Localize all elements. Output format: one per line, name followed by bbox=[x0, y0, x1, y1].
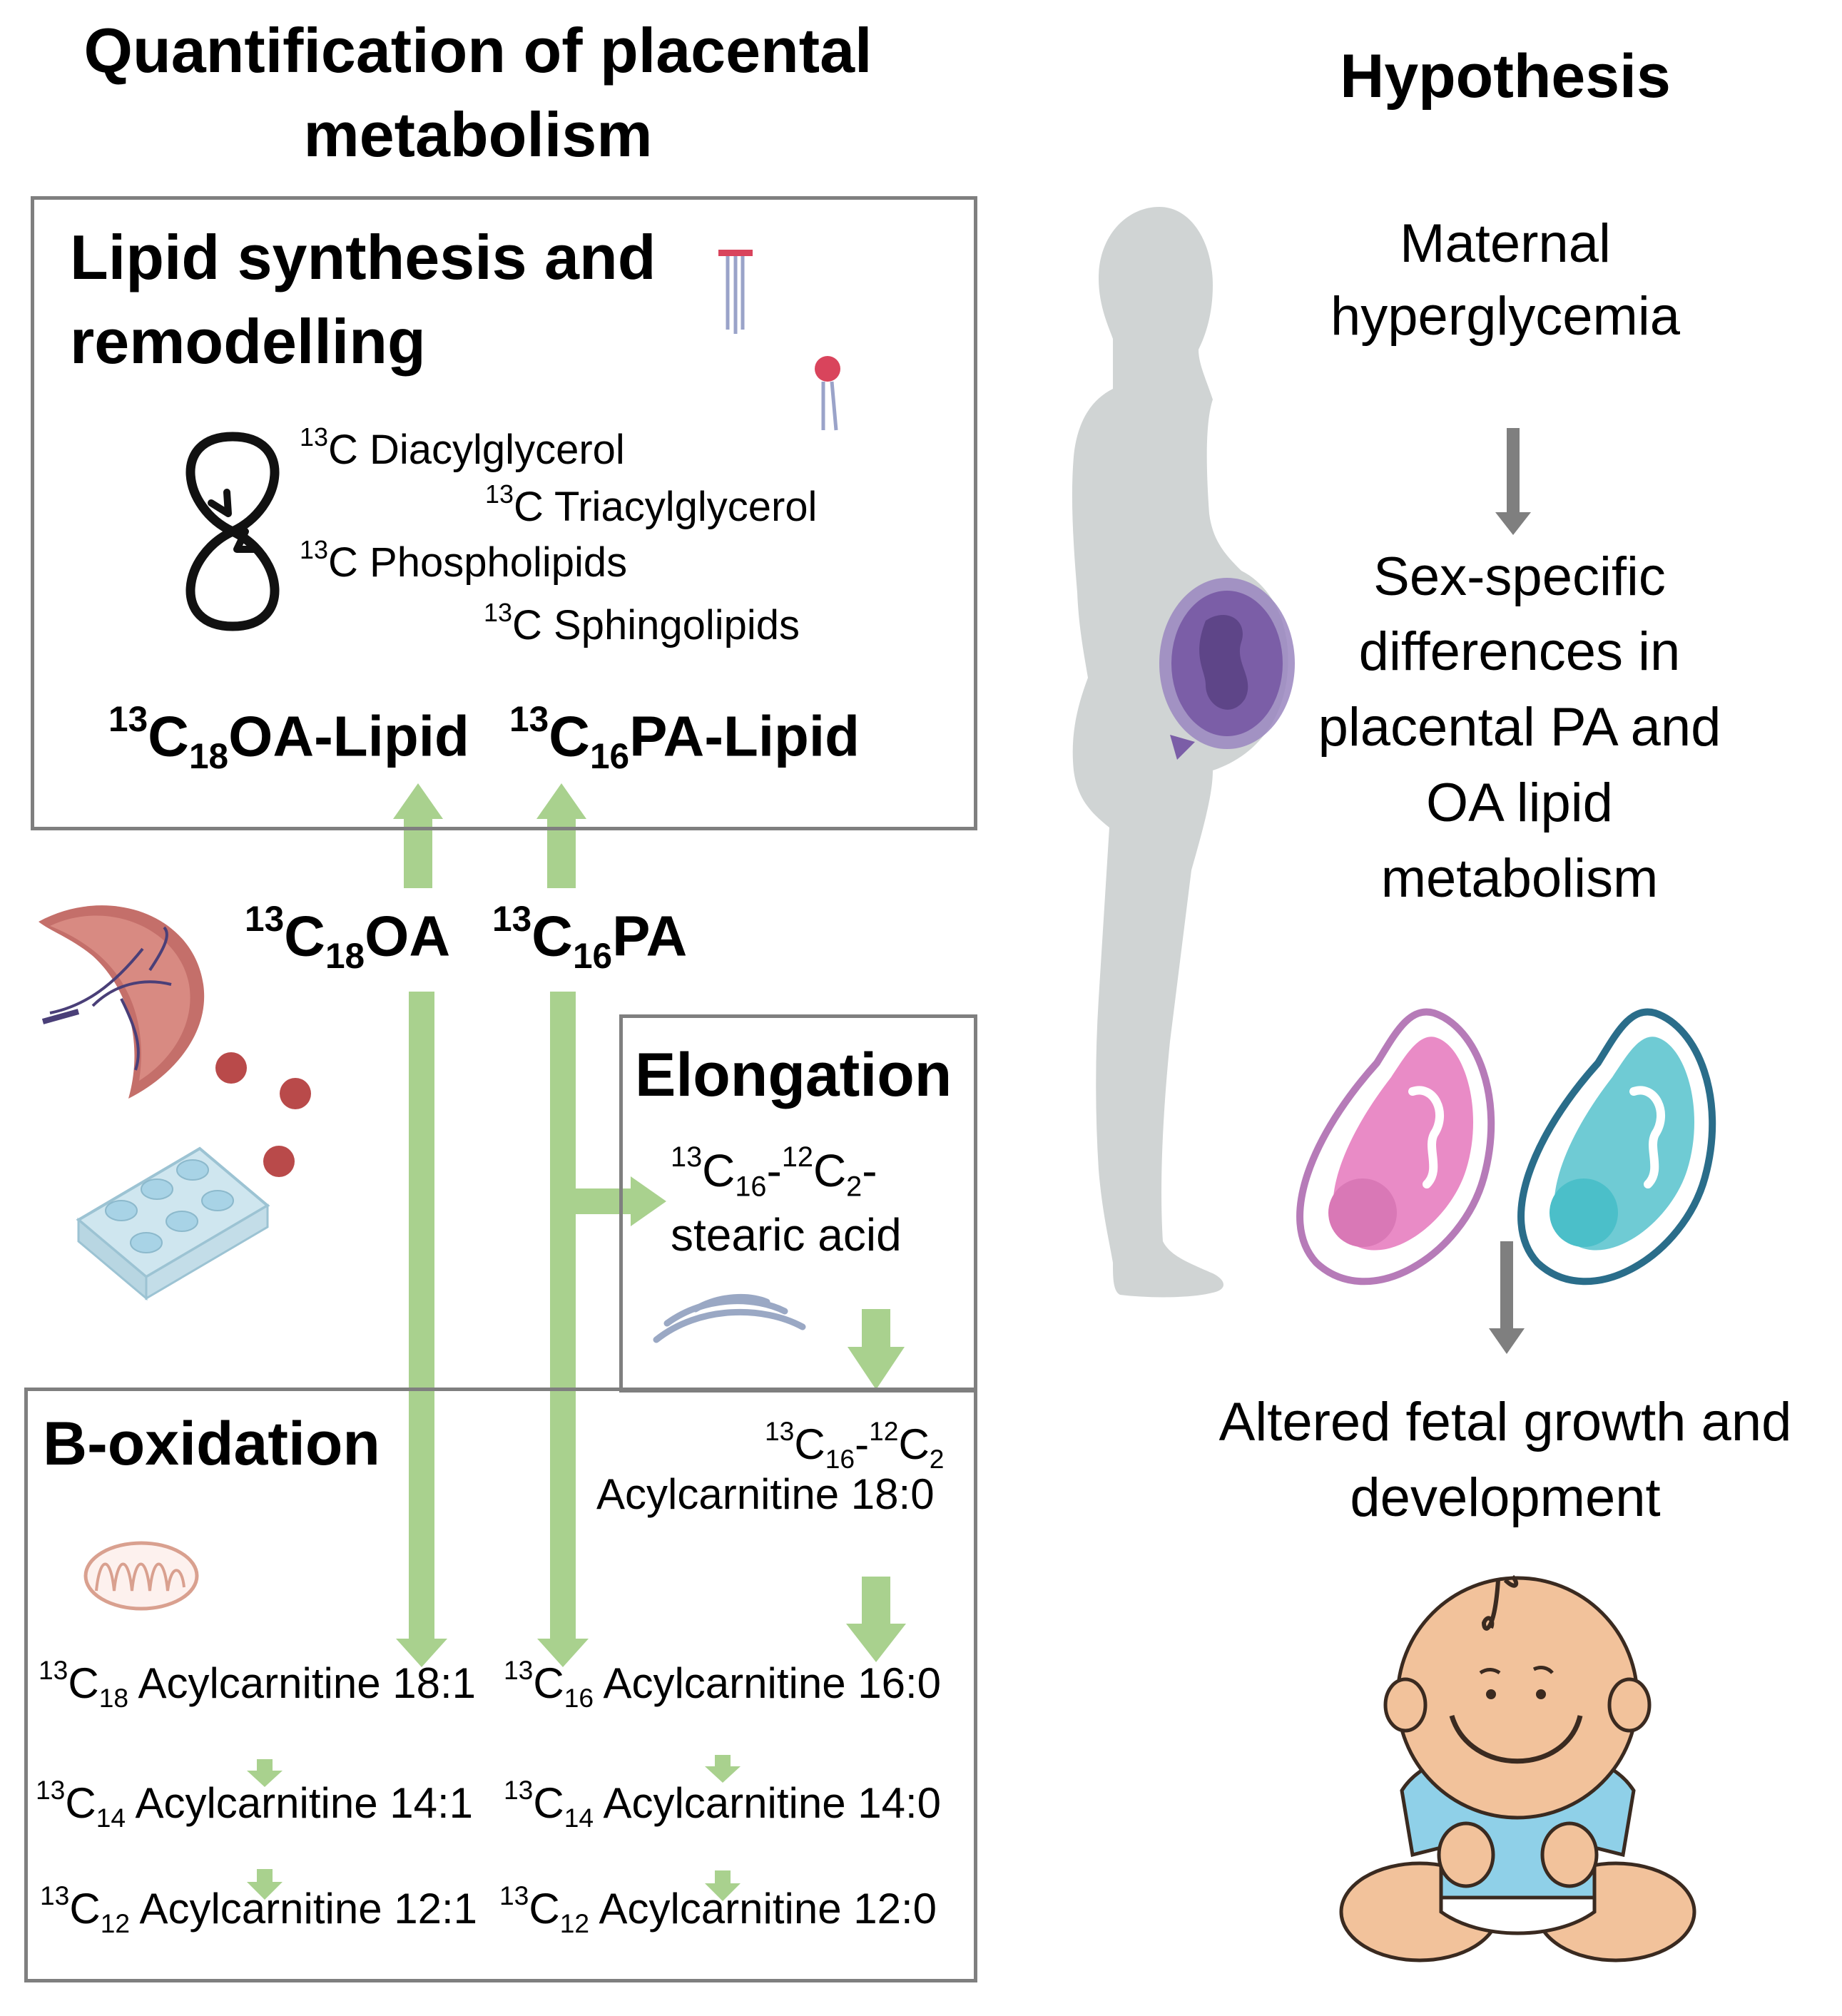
pa-to-boxidation-arrow bbox=[537, 992, 589, 1667]
endoplasmic-reticulum-icon bbox=[653, 1294, 806, 1343]
oa-to-boxidation-arrow bbox=[396, 992, 447, 1667]
hypothesis-arrow-1 bbox=[1495, 428, 1531, 535]
oa-acylcarnitine-14-1: 13C14 Acylcarnitine 14:1 bbox=[36, 1775, 474, 1833]
elongated-acylcarnitine-line1: 13C16-12C2 bbox=[765, 1416, 945, 1475]
oa-tracer-label: 13C18OA bbox=[245, 899, 451, 977]
lysolipid-icon bbox=[815, 356, 840, 431]
pa-acylcarnitine-16-0: 13C16 Acylcarnitine 16:0 bbox=[504, 1655, 942, 1714]
elongation-down-arrow bbox=[848, 1309, 905, 1390]
elongation-title: Elongation bbox=[635, 1041, 952, 1109]
b-oxidation-box bbox=[24, 1388, 977, 1982]
hypothesis-step2-line3: placental PA and bbox=[1318, 697, 1721, 758]
pa-cascade-arrow-1 bbox=[705, 1755, 741, 1783]
fetus-in-womb-icon bbox=[1159, 578, 1295, 760]
elongated-acylcarnitine-line2: Acylcarnitine 18:0 bbox=[596, 1470, 935, 1518]
b-oxidation-title: B-oxidation bbox=[43, 1410, 380, 1478]
hypothesis-step1-line1: Maternal bbox=[1400, 213, 1611, 274]
oa-acylcarnitine-12-1: 13C12 Acylcarnitine 12:1 bbox=[40, 1880, 478, 1939]
placenta-illustration bbox=[39, 905, 205, 1099]
baby-illustration bbox=[1339, 1574, 1696, 1962]
pa-cascade-arrow-2 bbox=[705, 1870, 741, 1901]
hypothesis-step1-line2: hyperglycemia bbox=[1330, 286, 1680, 347]
elongation-product-line2: stearic acid bbox=[671, 1209, 902, 1261]
hypothesis-arrows bbox=[1489, 428, 1531, 1354]
hypothesis-step2-line4: OA lipid bbox=[1426, 773, 1613, 833]
sphingolipids-label: 13C Sphingolipids bbox=[484, 598, 800, 649]
oa-cascade-arrow-2 bbox=[247, 1869, 283, 1900]
oa-lipid-label: 13C18OA-Lipid bbox=[108, 699, 469, 777]
hypothesis-step2-line2: differences in bbox=[1358, 621, 1681, 682]
hypothesis-arrow-2 bbox=[1489, 1241, 1525, 1354]
oa-acylcarnitine-18-1: 13C18 Acylcarnitine 18:1 bbox=[39, 1655, 477, 1714]
pa-tracer-label: 13C16PA bbox=[492, 899, 688, 977]
tissue-explant-icons bbox=[215, 1052, 311, 1177]
infinity-cycle-icon bbox=[185, 432, 280, 631]
triacylglycerol-label: 13C Triacylglycerol bbox=[485, 479, 818, 531]
lipid-box-title-line2: remodelling bbox=[70, 306, 426, 377]
hypothesis-step3-line2: development bbox=[1350, 1467, 1661, 1528]
mitochondrion-icon bbox=[83, 1541, 199, 1611]
elongation-product-line1: 13C16-12C2- bbox=[671, 1141, 877, 1203]
stearoyl-to-c16-arrow bbox=[846, 1577, 906, 1662]
hypothesis-step3-line1: Altered fetal growth and bbox=[1218, 1392, 1792, 1452]
male-fetus-icon bbox=[1517, 1008, 1716, 1286]
left-title-line2: metabolism bbox=[303, 99, 653, 170]
phospholipids-label: 13C Phospholipids bbox=[300, 535, 628, 586]
phospholipid-icon bbox=[718, 250, 753, 334]
oa-cascade-arrow-1 bbox=[247, 1759, 283, 1787]
hypothesis-title: Hypothesis bbox=[1340, 42, 1671, 111]
diacylglycerol-label: 13C Diacylglycerol bbox=[300, 422, 625, 474]
hypothesis-step2-line1: Sex-specific bbox=[1373, 546, 1666, 607]
pa-acylcarnitine-12-0: 13C12 Acylcarnitine 12:0 bbox=[499, 1880, 937, 1939]
pa-to-elongation-arrow bbox=[576, 1176, 666, 1226]
pa-acylcarnitine-14-0: 13C14 Acylcarnitine 14:0 bbox=[504, 1775, 942, 1833]
left-title-line1: Quantification of placental bbox=[83, 15, 872, 86]
lipid-synthesis-box bbox=[31, 196, 977, 830]
female-fetus-icon bbox=[1296, 1008, 1495, 1286]
pa-lipid-label: 13C16PA-Lipid bbox=[509, 699, 860, 777]
hypothesis-step2-line5: metabolism bbox=[1380, 848, 1659, 909]
lipid-box-title-line1: Lipid synthesis and bbox=[70, 222, 656, 292]
culture-plate-icon bbox=[76, 1146, 270, 1301]
